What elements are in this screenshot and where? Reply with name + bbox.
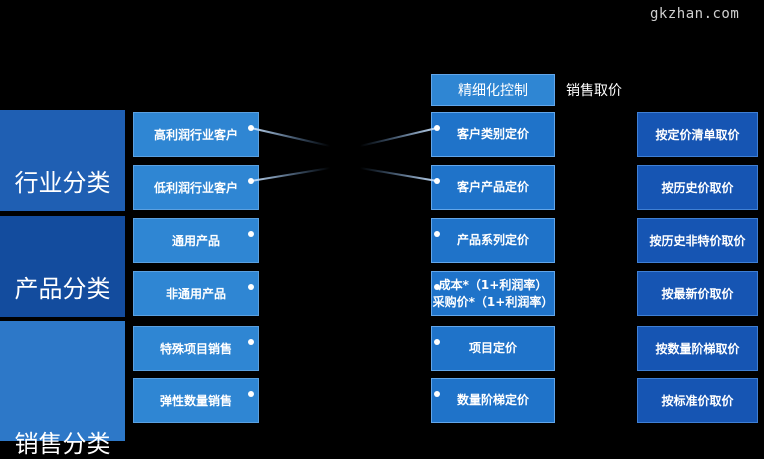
price-source-history-non-special: 按历史非特价取价 bbox=[637, 218, 758, 263]
fine-control-header: 精细化控制 bbox=[431, 74, 555, 106]
price-source-history: 按历史价取价 bbox=[637, 165, 758, 210]
price-source-label: 按最新价取价 bbox=[661, 287, 734, 301]
pricing-method-customer-product: 客户产品定价 bbox=[431, 165, 555, 210]
watermark: gkzhan.com bbox=[650, 6, 740, 22]
sales-pricing-label: 销售取价 bbox=[566, 83, 622, 99]
connector-lines bbox=[248, 125, 440, 397]
price-source-label: 按定价清单取价 bbox=[655, 128, 740, 142]
price-source-label: 按历史非特价取价 bbox=[649, 234, 746, 248]
pricing-method-label: 客户类别定价 bbox=[456, 127, 529, 141]
price-source-label: 按数量阶梯取价 bbox=[655, 342, 740, 356]
pricing-method-line-1: 成本*（1+利润率） bbox=[438, 277, 548, 292]
subcategory-label: 通用产品 bbox=[171, 234, 220, 248]
price-source-quantity-tier: 按数量阶梯取价 bbox=[637, 326, 758, 371]
pricing-method-label: 产品系列定价 bbox=[456, 233, 529, 247]
category-label: 销售分类 bbox=[14, 429, 111, 458]
category-label: 产品分类 bbox=[14, 275, 111, 303]
subcategory-high-profit-customers: 高利润行业客户 bbox=[133, 112, 259, 157]
pricing-method-product-series: 产品系列定价 bbox=[431, 218, 555, 263]
category-product: 产品分类 bbox=[0, 216, 125, 317]
category-industry: 行业分类 bbox=[0, 110, 125, 211]
subcategory-special-project-sales: 特殊项目销售 bbox=[133, 326, 259, 371]
price-source-list: 按定价清单取价 bbox=[637, 112, 758, 157]
subcategory-general-products: 通用产品 bbox=[133, 218, 259, 263]
pricing-method-label: 项目定价 bbox=[468, 341, 517, 355]
price-source-latest: 按最新价取价 bbox=[637, 271, 758, 316]
left-connectors bbox=[248, 125, 331, 397]
pricing-method-customer-category: 客户类别定价 bbox=[431, 112, 555, 157]
pricing-method-cost-plus: 成本*（1+利润率） 采购价*（1+利润率） bbox=[431, 271, 555, 316]
category-label: 行业分类 bbox=[14, 169, 111, 197]
subcategory-label: 低利润行业客户 bbox=[153, 181, 238, 195]
middle-connectors bbox=[359, 125, 440, 397]
subcategory-label: 特殊项目销售 bbox=[159, 342, 232, 356]
price-source-label: 按历史价取价 bbox=[661, 181, 734, 195]
subcategory-low-profit-customers: 低利润行业客户 bbox=[133, 165, 259, 210]
pricing-method-project: 项目定价 bbox=[431, 326, 555, 371]
pricing-method-line-2: 采购价*（1+利润率） bbox=[432, 294, 554, 309]
header-box-label: 精细化控制 bbox=[458, 83, 528, 99]
subcategory-non-general-products: 非通用产品 bbox=[133, 271, 259, 316]
subcategory-label: 高利润行业客户 bbox=[153, 128, 238, 142]
pricing-method-label: 客户产品定价 bbox=[456, 180, 529, 194]
subcategory-label: 非通用产品 bbox=[165, 287, 226, 301]
